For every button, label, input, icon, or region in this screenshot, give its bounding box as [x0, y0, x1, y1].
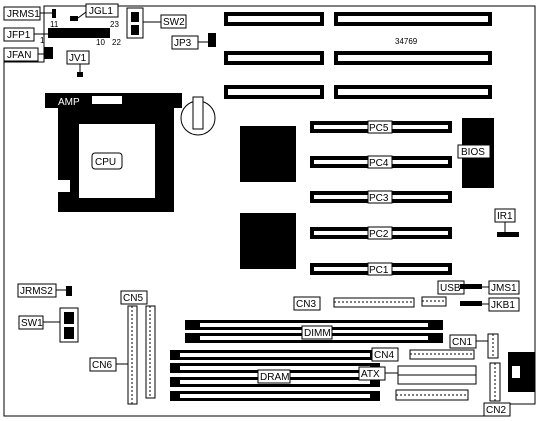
- sw2-label: SW2: [163, 17, 185, 28]
- cn2-label-box: [483, 402, 511, 417]
- cn4-label: CN4: [374, 350, 394, 361]
- pc4-label-box: [367, 155, 393, 169]
- jfan-connector: [44, 47, 53, 59]
- bios-label-box: [457, 144, 491, 159]
- cn2-label: CN2: [486, 405, 506, 416]
- jrms2-label: JRMS2: [20, 286, 53, 297]
- jms1-connector: [460, 284, 482, 289]
- pin-10-label: 10: [96, 38, 105, 47]
- pin-22-label: 22: [112, 38, 121, 47]
- jv1-jumper: [77, 72, 83, 77]
- isa-slots: [224, 12, 492, 99]
- atx-label: ATX: [361, 369, 380, 380]
- chipset-chip-lower: [240, 213, 296, 269]
- jv1-label-box: [66, 50, 90, 65]
- pc3-label-box: [367, 190, 393, 204]
- pin-11-label: 11: [50, 20, 59, 29]
- battery-clip: [192, 96, 204, 130]
- jgl1-label: JGL1: [89, 6, 113, 17]
- jv1-label: JV1: [69, 53, 87, 64]
- jrms1-label: JRMS1: [7, 9, 40, 20]
- pc1-label-box: [367, 262, 393, 276]
- cpu-label-box: [91, 152, 123, 170]
- pc2-label-box: [367, 226, 393, 240]
- jgl1-label-box: [85, 3, 119, 18]
- dimm-label-box: [301, 325, 333, 340]
- jp3-label: JP3: [174, 38, 192, 49]
- pin-1-label: 1: [40, 36, 45, 45]
- pc5-label-box: [367, 120, 393, 134]
- board-id-label: 34769: [395, 37, 418, 46]
- jgl1-connector: [70, 16, 78, 21]
- cn4-label-box: [371, 347, 399, 362]
- jp3-jumper: [208, 33, 216, 47]
- cn5-label: CN5: [123, 293, 143, 304]
- jkb1-label: JKB1: [491, 300, 515, 311]
- dimm-label: DIMM: [304, 328, 331, 339]
- jfan-label: JFAN: [7, 50, 31, 61]
- jfp1-label: JFP1: [7, 30, 31, 41]
- cn6-label: CN6: [92, 360, 112, 371]
- pin-23-label: 23: [110, 20, 119, 29]
- chipset-chip-upper: [240, 126, 296, 182]
- jms1-label: JMS1: [491, 283, 517, 294]
- cn1-label: CN1: [452, 337, 472, 348]
- dram-label: DRAM: [260, 372, 289, 383]
- amp-label: AMP: [58, 97, 80, 108]
- bios-label: BIOS: [461, 147, 485, 158]
- cn5-label-box: [120, 290, 148, 305]
- pc3-label: PC3: [369, 193, 389, 204]
- ir1-connector: [497, 232, 519, 237]
- cpu-socket: AMP CPU: [45, 93, 182, 212]
- cn3-label: CN3: [296, 299, 316, 310]
- usb-label: USB: [440, 283, 461, 294]
- jfp1-connector: [48, 28, 110, 38]
- ir1-label: IR1: [497, 211, 513, 222]
- jkb1-connector: [460, 301, 482, 306]
- jrms2-connector: [66, 286, 72, 296]
- pc5-label: PC5: [369, 123, 389, 134]
- pc2-label: PC2: [369, 229, 389, 240]
- pc1-label: PC1: [369, 265, 389, 276]
- cpu-label: CPU: [95, 157, 116, 168]
- pc4-label: PC4: [369, 158, 389, 169]
- cn3-label-box: [293, 296, 321, 311]
- pci-slots: PC5 PC4 PC3 PC2 PC1: [310, 120, 452, 276]
- dram-label-box: [257, 369, 291, 384]
- jrms1-connector: [52, 9, 56, 18]
- sw1-label: SW1: [21, 318, 43, 329]
